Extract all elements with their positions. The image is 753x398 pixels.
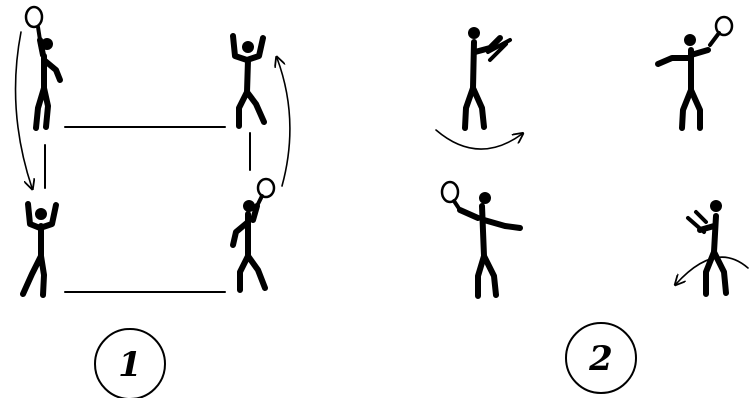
- player-bottom-left: [23, 204, 56, 295]
- player-top-right: [233, 36, 264, 126]
- racket-icon: [26, 7, 42, 27]
- player-bottom-right: [233, 179, 274, 290]
- player-top-left: [26, 7, 60, 128]
- movement-arrow-left: [16, 32, 32, 188]
- diagram-label-2: 2: [588, 339, 613, 379]
- diagram-1: [16, 7, 290, 398]
- head: [35, 208, 47, 220]
- player-2-bottom-right: [688, 200, 726, 294]
- head: [710, 200, 722, 212]
- player-2-top-left: [465, 27, 510, 128]
- head: [468, 27, 480, 39]
- diagram-2: [436, 17, 748, 393]
- player-2-top-right: [658, 17, 732, 128]
- movement-arrow-right: [277, 58, 290, 186]
- head: [479, 192, 491, 204]
- swing-arrow-top: [436, 130, 522, 149]
- racket-icon: [442, 182, 458, 202]
- head: [684, 34, 696, 46]
- diagram-label-1: 1: [118, 345, 142, 385]
- player-2-bottom-left: [442, 182, 520, 296]
- racket-icon: [258, 179, 274, 197]
- head: [242, 41, 254, 53]
